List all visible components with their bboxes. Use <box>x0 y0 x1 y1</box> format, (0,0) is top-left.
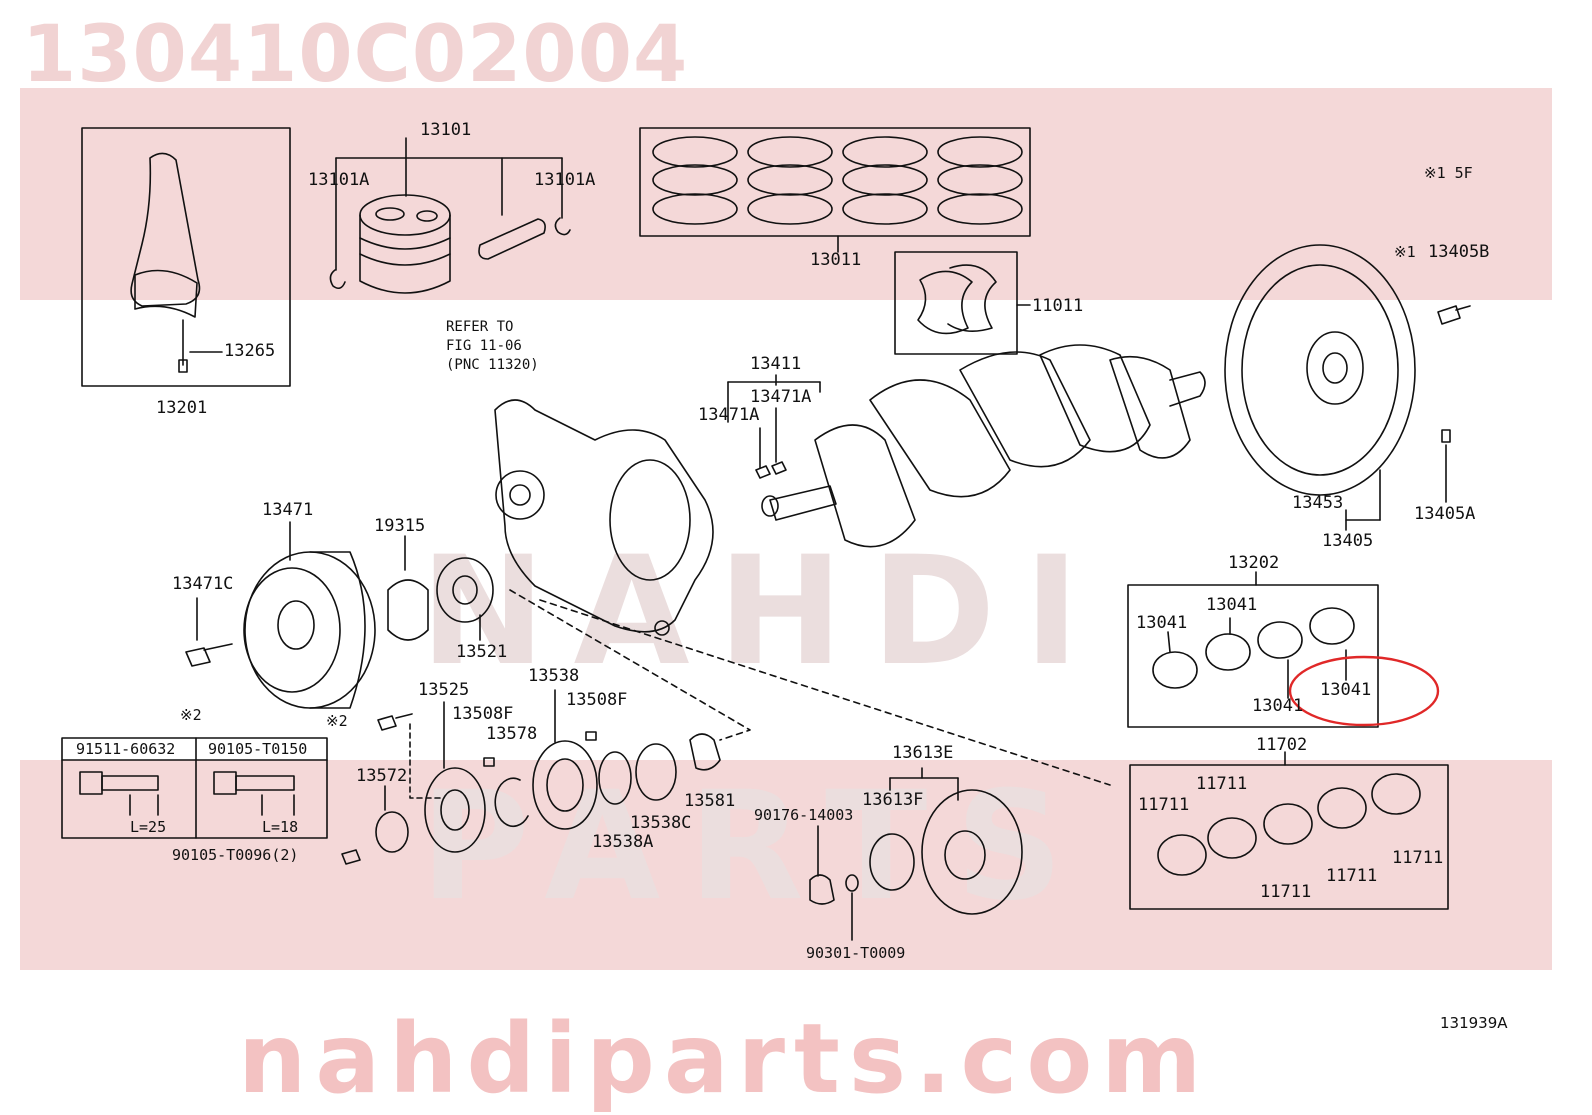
bolt-icon-1 <box>79 771 159 816</box>
label-13538C[interactable]: 13538C <box>630 813 692 833</box>
note-2b: ※2 <box>326 712 348 730</box>
label-13508F-b[interactable]: 13508F <box>452 704 514 724</box>
oil-pump-cover-icon <box>494 399 714 636</box>
bolt-length-1: L=25 <box>130 818 167 836</box>
timing-ring-icon <box>532 740 598 830</box>
label-13471A-left[interactable]: 13471A <box>698 405 760 425</box>
label-13101A-right[interactable]: 13101A <box>534 170 596 190</box>
note-2: ※2 <box>180 706 202 724</box>
bolt-table-col1: 91511-60632 <box>76 740 176 758</box>
label-13538[interactable]: 13538 <box>528 666 580 686</box>
label-13405[interactable]: 13405 <box>1322 531 1374 551</box>
label-13101[interactable]: 13101 <box>420 120 472 140</box>
label-11702[interactable]: 11702 <box>1256 735 1308 755</box>
label-13201[interactable]: 13201 <box>156 398 208 418</box>
refer-line-1: REFER TO <box>446 319 514 335</box>
label-13521[interactable]: 13521 <box>456 642 508 662</box>
label-90176-14003[interactable]: 90176-14003 <box>754 806 854 824</box>
crank-sprocket-icon <box>424 767 486 853</box>
label-13613F[interactable]: 13613F <box>862 790 924 810</box>
label-13202[interactable]: 13202 <box>1228 553 1280 573</box>
refer-line-3: (PNC 11320) <box>446 357 539 373</box>
label-11711-a[interactable]: 11711 <box>1138 795 1190 815</box>
refer-line-2: FIG 11-06 <box>446 338 522 354</box>
label-19315[interactable]: 19315 <box>374 516 426 536</box>
label-13041-b[interactable]: 13041 <box>1206 595 1258 615</box>
watermark-text-2: PARTS <box>420 760 1092 934</box>
main-bearing-upper-icon <box>1152 607 1355 689</box>
label-13471C[interactable]: 13471C <box>172 574 234 594</box>
label-13613E[interactable]: 13613E <box>892 743 954 763</box>
bolt-table-col2: 90105-T0150 <box>208 740 308 758</box>
label-13581[interactable]: 13581 <box>684 791 736 811</box>
refer-note: REFER TO FIG 11-06 (PNC 11320) <box>446 318 539 375</box>
label-13405B[interactable]: 13405B <box>1428 242 1490 262</box>
label-90301-T0009[interactable]: 90301-T0009 <box>806 944 906 962</box>
piston-rings-icon <box>652 136 1023 225</box>
piston-pin-icon <box>478 218 546 260</box>
label-13578[interactable]: 13578 <box>486 724 538 744</box>
note-1: ※1 <box>1394 243 1416 261</box>
label-13453[interactable]: 13453 <box>1292 493 1344 513</box>
label-13471[interactable]: 13471 <box>262 500 314 520</box>
label-11711-b[interactable]: 11711 <box>1196 774 1248 794</box>
crankshaft-icon <box>761 344 1206 548</box>
label-13011[interactable]: 13011 <box>810 250 862 270</box>
flywheel-icon <box>1224 244 1416 496</box>
watermark-text-1: NAHDI <box>420 525 1108 699</box>
washer-icon <box>375 811 409 853</box>
connecting-rod-icon <box>130 152 201 373</box>
note-1-5F: ※1 5F <box>1424 164 1473 182</box>
main-bearing-lower-icon <box>1157 773 1421 876</box>
piston-icon <box>359 194 451 294</box>
label-13538A[interactable]: 13538A <box>592 832 654 852</box>
label-11011[interactable]: 11011 <box>1032 296 1084 316</box>
watermark-band-bottom <box>20 760 1552 970</box>
balance-gear-icon <box>921 789 1023 915</box>
label-13041-d[interactable]: 13041 <box>1320 680 1372 700</box>
highlight-circle <box>1288 655 1440 727</box>
website-watermark: nahdiparts.com <box>238 1003 1211 1115</box>
crank-pulley-icon <box>243 551 376 709</box>
bolt-length-2: L=18 <box>262 818 299 836</box>
label-11711-e[interactable]: 11711 <box>1392 848 1444 868</box>
label-13101A-left[interactable]: 13101A <box>308 170 370 190</box>
label-13572[interactable]: 13572 <box>356 766 408 786</box>
label-11711-c[interactable]: 11711 <box>1260 882 1312 902</box>
diagram-code: 131939A <box>1440 1014 1508 1032</box>
label-11711-d[interactable]: 11711 <box>1326 866 1378 886</box>
label-13525[interactable]: 13525 <box>418 680 470 700</box>
thrust-washer-icon <box>917 264 997 335</box>
label-13471A-top[interactable]: 13471A <box>750 387 812 407</box>
part-number-title: 130410C02004 <box>22 10 689 100</box>
sensor-icon <box>689 733 721 771</box>
label-13508F-a[interactable]: 13508F <box>566 690 628 710</box>
label-13041-a[interactable]: 13041 <box>1136 613 1188 633</box>
label-13411[interactable]: 13411 <box>750 354 802 374</box>
label-13265[interactable]: 13265 <box>224 341 276 361</box>
label-13041-c[interactable]: 13041 <box>1252 696 1304 716</box>
label-13405A[interactable]: 13405A <box>1414 504 1476 524</box>
label-90105-T0096[interactable]: 90105-T0096(2) <box>172 846 299 864</box>
bolt-icon-2 <box>213 771 295 816</box>
